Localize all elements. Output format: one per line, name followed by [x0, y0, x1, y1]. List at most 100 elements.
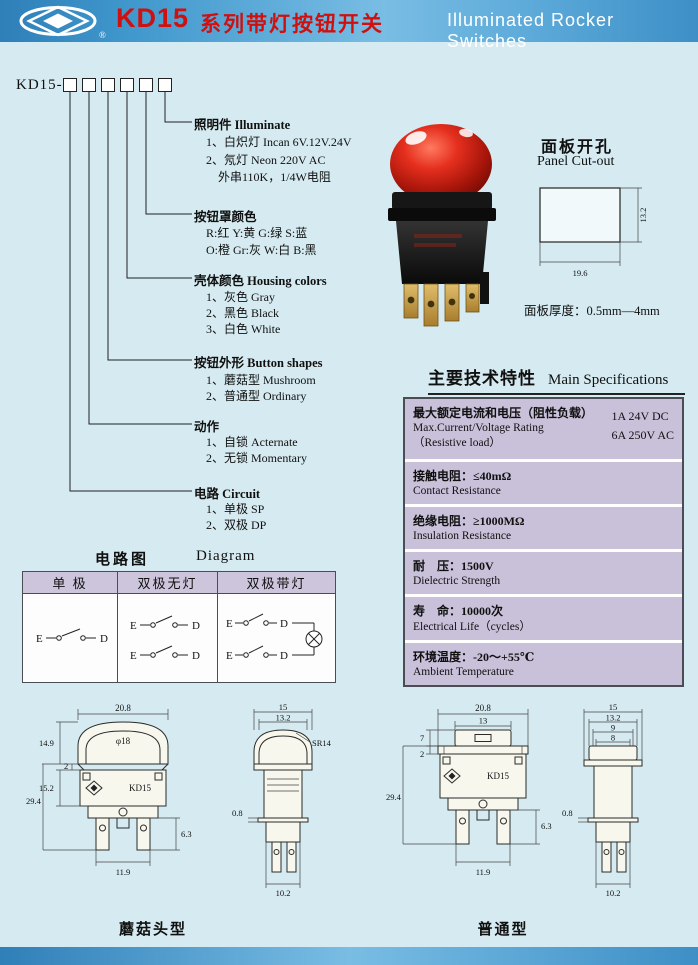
svg-text:15: 15 — [279, 702, 288, 712]
drawing-ordinary-front: 20.8 13 KD15 7 2 29.4 6.3 11.9 — [386, 703, 552, 877]
svg-text:0.8: 0.8 — [232, 808, 243, 818]
order-group-line: O:橙 Gr:灰 W:白 B:黑 — [206, 243, 317, 257]
circuit-cell-dp-lamp: E D E D — [218, 594, 335, 682]
order-group-line: R:红 Y:黄 G:绿 S:蓝 — [206, 226, 308, 240]
circuit-cell-sp: E D — [23, 594, 118, 682]
svg-text:6.3: 6.3 — [541, 821, 552, 831]
page-footer-bar — [0, 947, 698, 965]
specs-heading-cn: 主要技术特性 — [428, 369, 536, 388]
order-group-line: 2、普通型 Ordinary — [206, 389, 307, 403]
drawing-mushroom-side: 15 13.2 SR14 0.8 10.2 — [232, 702, 332, 898]
spec-en: Contact Resistance — [413, 485, 501, 498]
svg-text:20.8: 20.8 — [475, 703, 491, 713]
order-code-box — [139, 78, 153, 92]
panel-thickness-note: 面板厚度：0.5mm—4mm — [524, 304, 660, 318]
ordering-code-boxes — [63, 78, 172, 92]
svg-text:E: E — [130, 620, 137, 632]
order-group-title: 照明件 Illuminate — [194, 118, 291, 132]
specs-heading-en: Main Specifications — [548, 372, 669, 388]
svg-text:20.8: 20.8 — [115, 703, 131, 713]
header-title-en: Illuminated Rocker Switches — [447, 10, 615, 51]
drawing-ordinary-side: 15 13.2 9 8 0.8 10.2 — [562, 702, 643, 898]
svg-text:8: 8 — [611, 733, 615, 743]
cutout-height-dim: 13.2 — [638, 208, 648, 223]
svg-text:6.3: 6.3 — [181, 829, 192, 839]
spec-en: Insulation Resistance — [413, 530, 512, 543]
order-code-box — [82, 78, 96, 92]
order-group-line: 1、蘑菇型 Mushroom — [206, 373, 316, 387]
order-group-title: 动作 — [194, 420, 220, 434]
spec-cn: 最大额定电流和电压（阻性负载） — [413, 406, 594, 420]
order-group-line: 2、无锁 Momentary — [206, 451, 307, 465]
svg-text:7: 7 — [420, 733, 424, 743]
svg-text:0.8: 0.8 — [562, 808, 573, 818]
drawing-mushroom-front: 20.8 φ18 KD15 14.9 2 15.2 29.4 6.3 11.9 — [26, 703, 192, 877]
svg-text:15: 15 — [609, 702, 618, 712]
svg-text:D: D — [100, 633, 108, 645]
spec-row-insulation-resistance: 绝缘电阻：≥1000MΩ Insulation Resistance — [405, 507, 682, 550]
order-group-line: 1、灰色 Gray — [206, 290, 275, 304]
caption-ordinary-type: 普通型 — [477, 922, 529, 938]
svg-text:E: E — [36, 633, 43, 645]
svg-text:E: E — [226, 650, 233, 662]
spec-value: 1A 24V DC — [611, 409, 669, 423]
spec-en: Ambient Temperature — [413, 665, 514, 678]
order-code-box — [63, 78, 77, 92]
svg-text:14.9: 14.9 — [39, 738, 54, 748]
ordering-prefix: KD15- — [16, 77, 63, 93]
order-group-title: 壳体颜色 Housing colors — [194, 274, 327, 288]
order-group-line: 1、单极 SP — [206, 502, 265, 516]
page-header: ® — [0, 0, 698, 42]
spec-row-electrical-life: 寿 命：10000次 Electrical Life（cycles） — [405, 597, 682, 640]
order-group-title: 电路 Circuit — [194, 487, 261, 501]
svg-text:KD15: KD15 — [487, 771, 509, 781]
diagram-heading-cn: 电路图 — [95, 552, 150, 568]
svg-text:10.2: 10.2 — [606, 888, 621, 898]
svg-text:φ18: φ18 — [116, 736, 131, 746]
svg-text:E: E — [130, 650, 137, 662]
circuit-sp-symbol: E D — [36, 628, 108, 645]
svg-text:D: D — [280, 618, 288, 630]
svg-text:E: E — [226, 618, 233, 630]
svg-text:15.2: 15.2 — [39, 783, 54, 793]
order-group-title: 按钮外形 Button shapes — [194, 356, 323, 370]
order-group-line: 1、自锁 Acternate — [206, 435, 298, 449]
svg-text:D: D — [192, 620, 200, 632]
spec-cn: 绝缘电阻：≥1000MΩ — [413, 514, 525, 529]
brand-logo: ® — [19, 5, 106, 40]
spec-cn: 环境温度：-20～+55℃ — [413, 649, 535, 664]
order-group-line: 2、黑色 Black — [206, 306, 279, 320]
svg-text:11.9: 11.9 — [116, 867, 131, 877]
spec-en: Max.Current/Voltage Rating — [413, 422, 544, 435]
cutout-width-dim: 19.6 — [573, 268, 588, 278]
svg-text:10.2: 10.2 — [276, 888, 291, 898]
diagram-col-dp-nolamp: 双极无灯 — [118, 572, 218, 594]
specs-table: 最大额定电流和电压（阻性负载） Max.Current/Voltage Rati… — [403, 397, 684, 687]
svg-text:13.2: 13.2 — [276, 713, 291, 723]
svg-text:11.9: 11.9 — [476, 867, 491, 877]
spec-en: Dielectric Strength — [413, 575, 501, 588]
spec-value: 6A 250V AC — [611, 428, 674, 443]
panel-cutout-drawing: 13.2 19.6 — [539, 187, 648, 278]
order-group-line: 2、氖灯 Neon 220V AC — [206, 153, 326, 167]
panel-cutout-title-en: Panel Cut-out — [537, 154, 615, 169]
svg-text:29.4: 29.4 — [386, 792, 402, 802]
spec-row-contact-resistance: 接触电阻：≤40mΩ Contact Resistance — [405, 462, 682, 505]
spec-row-ambient-temperature: 环境温度：-20～+55℃ Ambient Temperature — [405, 642, 682, 685]
diagram-col-sp: 单 极 — [23, 572, 118, 594]
order-group-line: 2、双极 DP — [206, 518, 267, 532]
spec-cn: 寿 命：10000次 — [413, 604, 504, 619]
caption-mushroom-type: 蘑菇头型 — [118, 922, 187, 938]
spec-row-dielectric-strength: 耐 压：1500V Dielectric Strength — [405, 552, 682, 595]
spec-cn: 耐 压：1500V — [413, 559, 494, 574]
order-group-line: 1、白炽灯 Incan 6V.12V.24V — [206, 135, 352, 149]
svg-text:2: 2 — [64, 761, 68, 771]
circuit-dp-lamp-symbol: E D E D — [226, 613, 322, 662]
svg-text:D: D — [192, 650, 200, 662]
diagram-heading-en: Diagram — [196, 548, 256, 564]
registered-mark: ® — [99, 30, 106, 40]
specs-heading: 主要技术特性 Main Specifications — [428, 364, 685, 395]
circuit-dp-symbol: E D E D — [130, 615, 200, 662]
spec-values: 1A 24V DC 6A 250V AC — [612, 407, 674, 445]
svg-text:13: 13 — [479, 716, 488, 726]
